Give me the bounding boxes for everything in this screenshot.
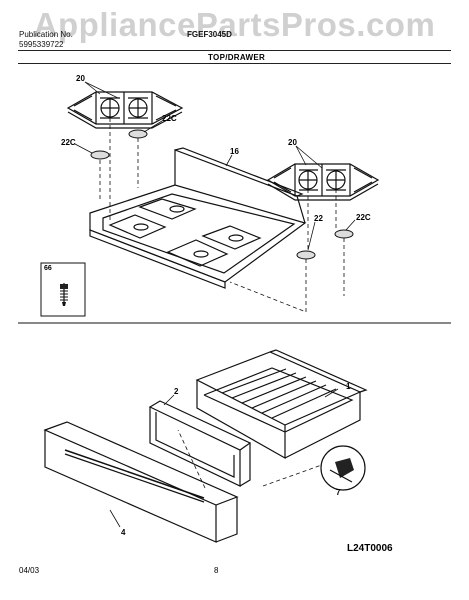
drawer-frame bbox=[148, 400, 252, 487]
callout-22c-right: 22C bbox=[356, 213, 371, 222]
cooktop-panel bbox=[89, 147, 307, 289]
model-number: FGEF3045D bbox=[187, 30, 232, 39]
exploded-view-dashed-lines bbox=[99, 118, 345, 489]
roller-detail bbox=[320, 445, 366, 491]
right-burner-grate bbox=[266, 163, 380, 201]
section-rule bbox=[18, 63, 451, 64]
callout-2: 2 bbox=[174, 387, 179, 396]
drawing-id: L24T0006 bbox=[347, 543, 393, 554]
left-burner-caps bbox=[90, 129, 148, 160]
watermark: AppliancePartsPros.com bbox=[33, 6, 436, 43]
footer-date: 04/03 bbox=[19, 566, 40, 575]
callout-7: 7 bbox=[336, 488, 341, 497]
page-number: 8 bbox=[214, 566, 219, 575]
callout-22: 22 bbox=[314, 214, 323, 223]
callout-66: 66 bbox=[44, 265, 52, 272]
right-burner-caps bbox=[296, 229, 354, 260]
callout-16: 16 bbox=[230, 147, 239, 156]
header-rule bbox=[18, 50, 451, 51]
drawer-front-panel bbox=[43, 421, 239, 543]
callout-leaders bbox=[74, 81, 356, 528]
callout-20-right: 20 bbox=[288, 138, 297, 147]
callout-1: 1 bbox=[346, 382, 351, 391]
publication-label: Publication No. bbox=[19, 30, 73, 39]
callout-22c-left-upper: 22C bbox=[162, 114, 177, 123]
publication-number: 5995339722 bbox=[19, 40, 64, 49]
callout-20-left: 20 bbox=[76, 74, 85, 83]
section-title: TOP/DRAWER bbox=[208, 53, 266, 62]
callout-22c-left-lower: 22C bbox=[61, 138, 76, 147]
callout-4: 4 bbox=[121, 528, 126, 537]
drawer-body bbox=[195, 349, 368, 460]
inset-box-orifice bbox=[40, 262, 86, 317]
